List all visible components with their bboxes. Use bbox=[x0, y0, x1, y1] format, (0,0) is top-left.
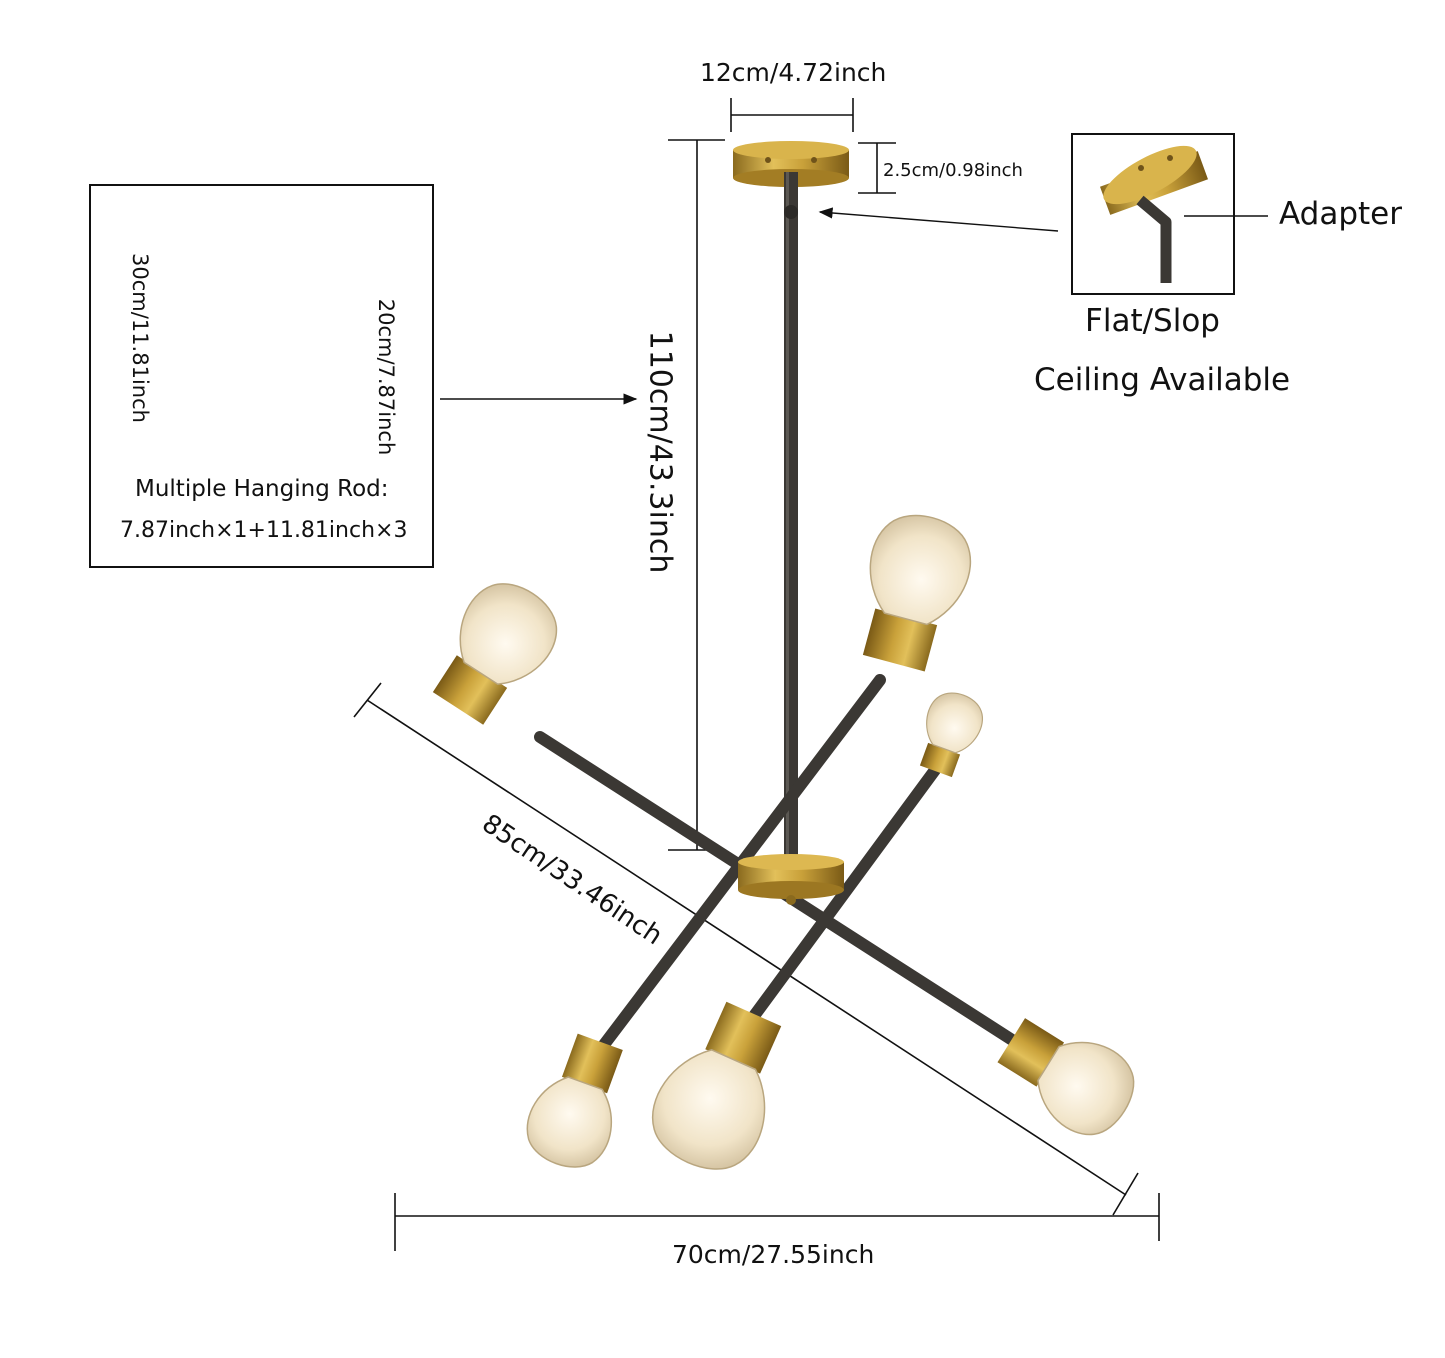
bulb-bottom-left bbox=[526, 1033, 623, 1168]
rods-panel-title: Multiple Hanging Rod: bbox=[135, 476, 389, 502]
bulb-top-left bbox=[432, 583, 558, 725]
horizontal-span-label: 70cm/27.55inch bbox=[672, 1240, 875, 1269]
canopy-width-label: 12cm/4.72inch bbox=[700, 58, 887, 87]
canopy-width-dimension bbox=[730, 98, 854, 132]
bulb-small-top bbox=[919, 692, 983, 778]
adapter-arrow bbox=[818, 207, 1059, 232]
total-height-label: 110cm/43.3inch bbox=[642, 330, 678, 574]
rods-panel-detail: 7.87inch×1+11.81inch×3 bbox=[120, 518, 408, 543]
adapter-caption-line1: Flat/Slop bbox=[1085, 303, 1220, 339]
canopy-height-label: 2.5cm/0.98inch bbox=[883, 160, 1023, 181]
long-rod-length-label: 30cm/11.81inch bbox=[128, 253, 152, 423]
adapter-caption-line2: Ceiling Available bbox=[1034, 362, 1291, 398]
adapter-label: Adapter bbox=[1279, 196, 1402, 232]
horizontal-span-dimension bbox=[394, 1193, 1160, 1251]
canopy-height-dimension bbox=[858, 142, 896, 194]
short-rod-length-label: 20cm/7.87inch bbox=[374, 298, 398, 456]
diagonal-span-dimension bbox=[353, 682, 1139, 1216]
bulb-bottom-right bbox=[997, 1018, 1135, 1136]
bulb-top-right bbox=[862, 514, 972, 672]
center-hub bbox=[738, 854, 844, 905]
adapter-illustration bbox=[1100, 145, 1268, 283]
adapter-panel bbox=[1071, 133, 1235, 295]
rods-panel bbox=[89, 184, 434, 568]
bulb-bottom-center bbox=[652, 1001, 782, 1170]
